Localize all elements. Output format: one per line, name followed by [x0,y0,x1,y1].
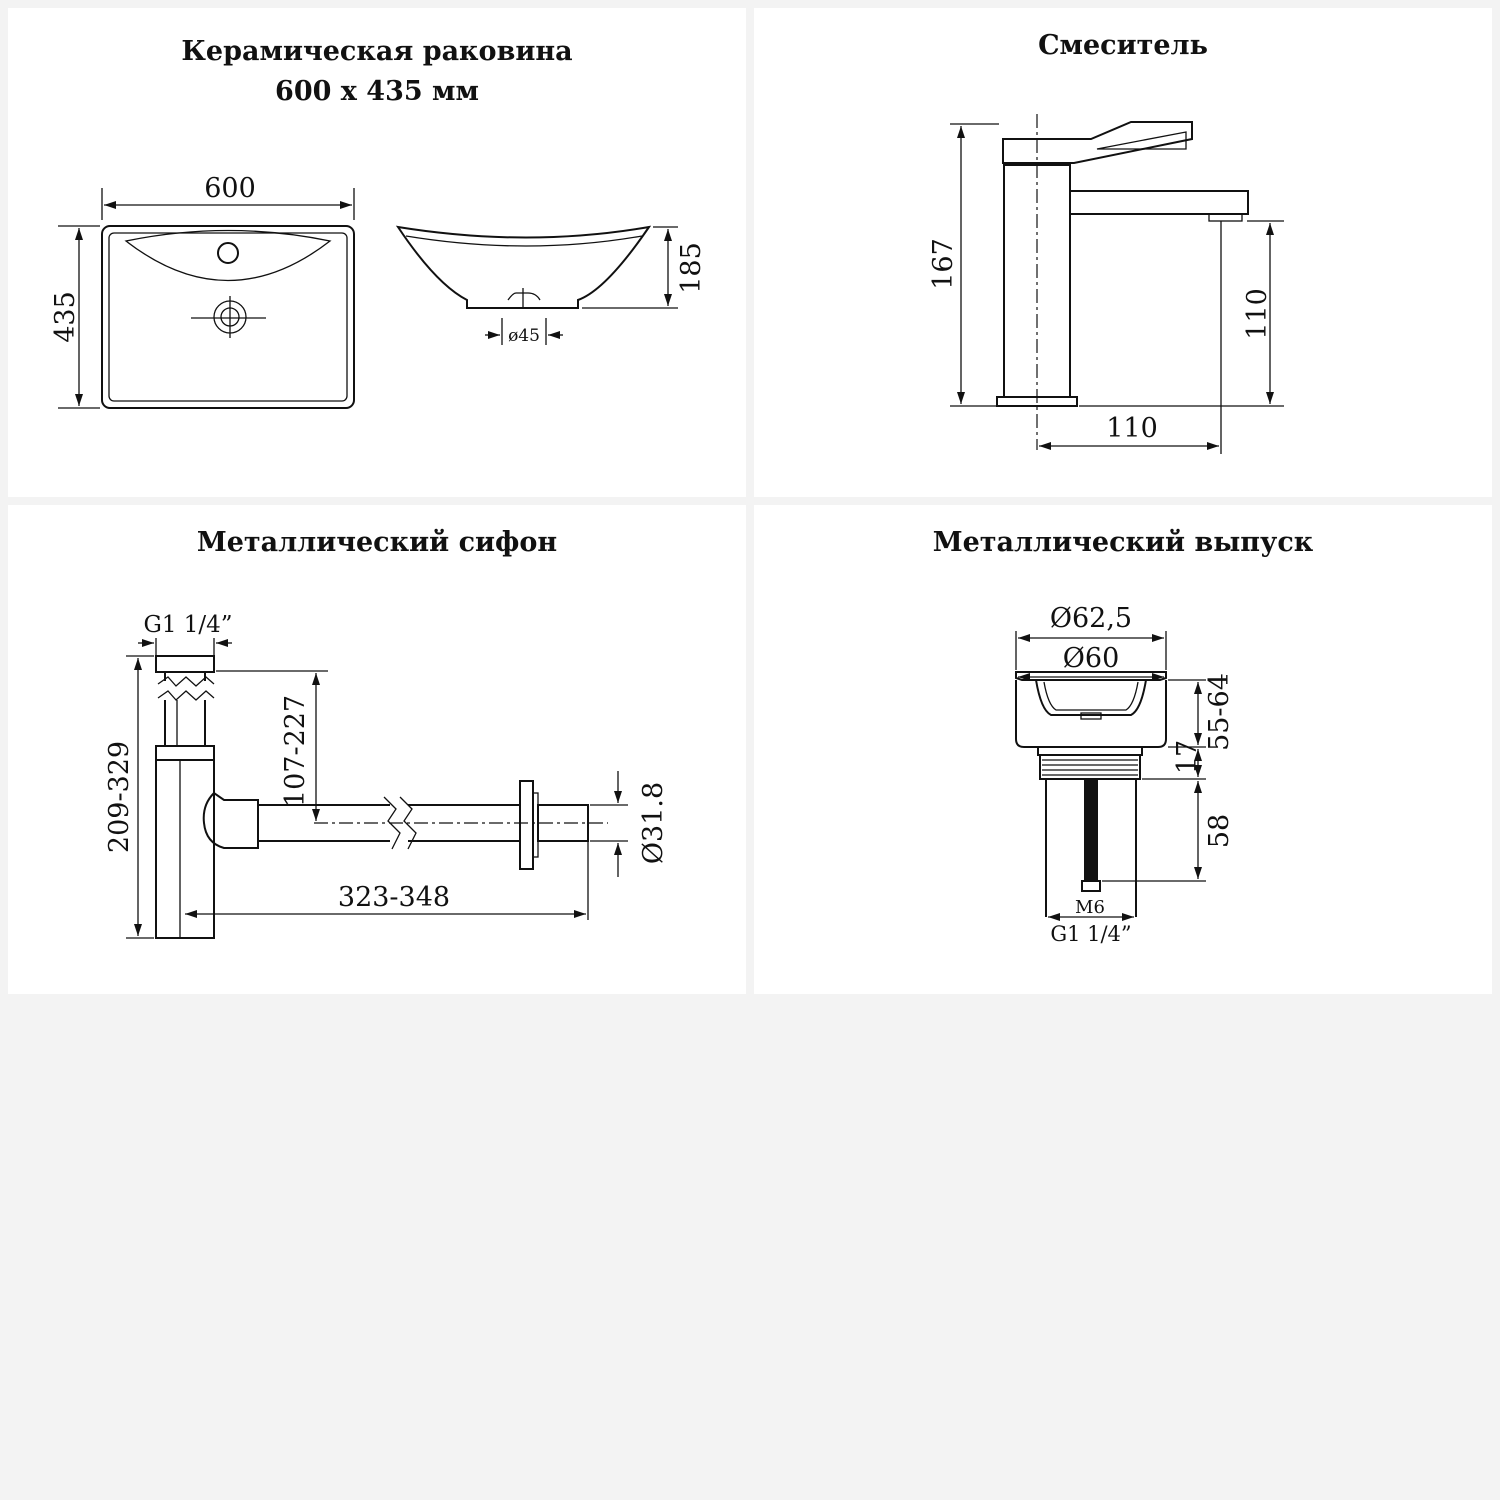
mixer-spout-height-label: 110 [1242,288,1273,340]
siphon-height-dimension: 209-329 [104,655,154,939]
siphon-inlet-label: 107-227 [280,695,311,807]
siphon-length-dimension: 323-348 [185,841,589,920]
siphon-inlet-dimension: 107-227 [216,670,328,821]
mixer-spout-height-dimension: 110 [1079,220,1284,407]
siphon-thread-dimension: G1 1/4” [138,612,233,655]
drain-thread-dimension: G1 1/4” [1048,913,1134,946]
drain-inner-diameter-label: Ø60 [1063,643,1120,674]
drain-drawing: Ø62,5 Ø60 55-64 17 58 M6 [1015,603,1235,946]
drain-title-text: Металлический выпуск [932,527,1314,558]
siphon-drawing: G1 1/4” 209-329 107-227 323-348 Ø31.8 [104,612,669,939]
drain-height-dimension: 55-64 [1168,673,1235,751]
drain-body-height-dimension: 58 [1102,781,1235,882]
drain-bolt-label: M6 [1075,897,1105,918]
mixer-panel: Смеситель 167 [754,8,1492,497]
drain-cap-height-dimension: 17 [1142,740,1206,780]
drain-height-label: 55-64 [1204,673,1235,751]
drain-bolt-label-group: M6 [1075,897,1105,918]
mixer-body [996,114,1249,450]
sink-height-dimension: 185 [582,226,707,309]
drain-inner-diameter-dimension: Ø60 [1018,643,1164,681]
drain-thread-label: G1 1/4” [1050,922,1131,946]
mixer-reach-label: 110 [1106,413,1158,444]
drain-outer-diameter-dimension: Ø62,5 [1015,603,1167,670]
sink-title-line1: Керамическая раковина [181,36,573,67]
drain-body [1015,671,1167,917]
siphon-panel: Металлический сифон [8,505,746,994]
siphon-title-text: Металлический сифон [196,527,558,558]
sink-drain-dimension: ø45 [485,318,563,346]
mixer-title: Смеситель [754,26,1492,66]
drain-cap-height-label: 17 [1172,740,1203,774]
siphon-height-label: 209-329 [104,741,135,853]
siphon-title: Металлический сифон [8,523,746,563]
siphon-diameter-dimension: Ø31.8 [590,771,669,877]
drain-body-height-label: 58 [1204,814,1235,848]
sink-panel: Керамическая раковина 600 х 435 мм 600 [8,8,746,497]
sink-depth-dimension: 435 [50,225,100,409]
mixer-drawing: 167 110 110 [928,114,1284,454]
sink-depth-label: 435 [50,291,81,343]
sink-width-dimension: 600 [101,173,355,220]
sink-width-label: 600 [204,173,256,204]
mixer-title-text: Смеситель [1038,30,1208,61]
sink-drawing: 600 435 185 ø45 [50,173,707,409]
siphon-diameter-label: Ø31.8 [638,782,669,864]
drain-panel: Металлический выпуск [754,505,1492,994]
siphon-body [155,655,608,939]
drain-outer-diameter-label: Ø62,5 [1050,603,1132,634]
sink-drain-label: ø45 [508,326,540,346]
siphon-length-label: 323-348 [338,882,450,913]
mixer-reach-dimension: 110 [1039,221,1222,454]
sink-side-view [395,225,652,309]
drain-title: Металлический выпуск [754,523,1492,563]
sink-title: Керамическая раковина 600 х 435 мм [8,32,746,112]
siphon-thread-label: G1 1/4” [143,612,232,638]
mixer-height-dimension: 167 [928,123,999,407]
sink-title-line2: 600 х 435 мм [275,76,479,107]
mixer-height-label: 167 [928,238,959,290]
sink-height-label: 185 [676,242,707,294]
sink-top-view [101,225,355,409]
